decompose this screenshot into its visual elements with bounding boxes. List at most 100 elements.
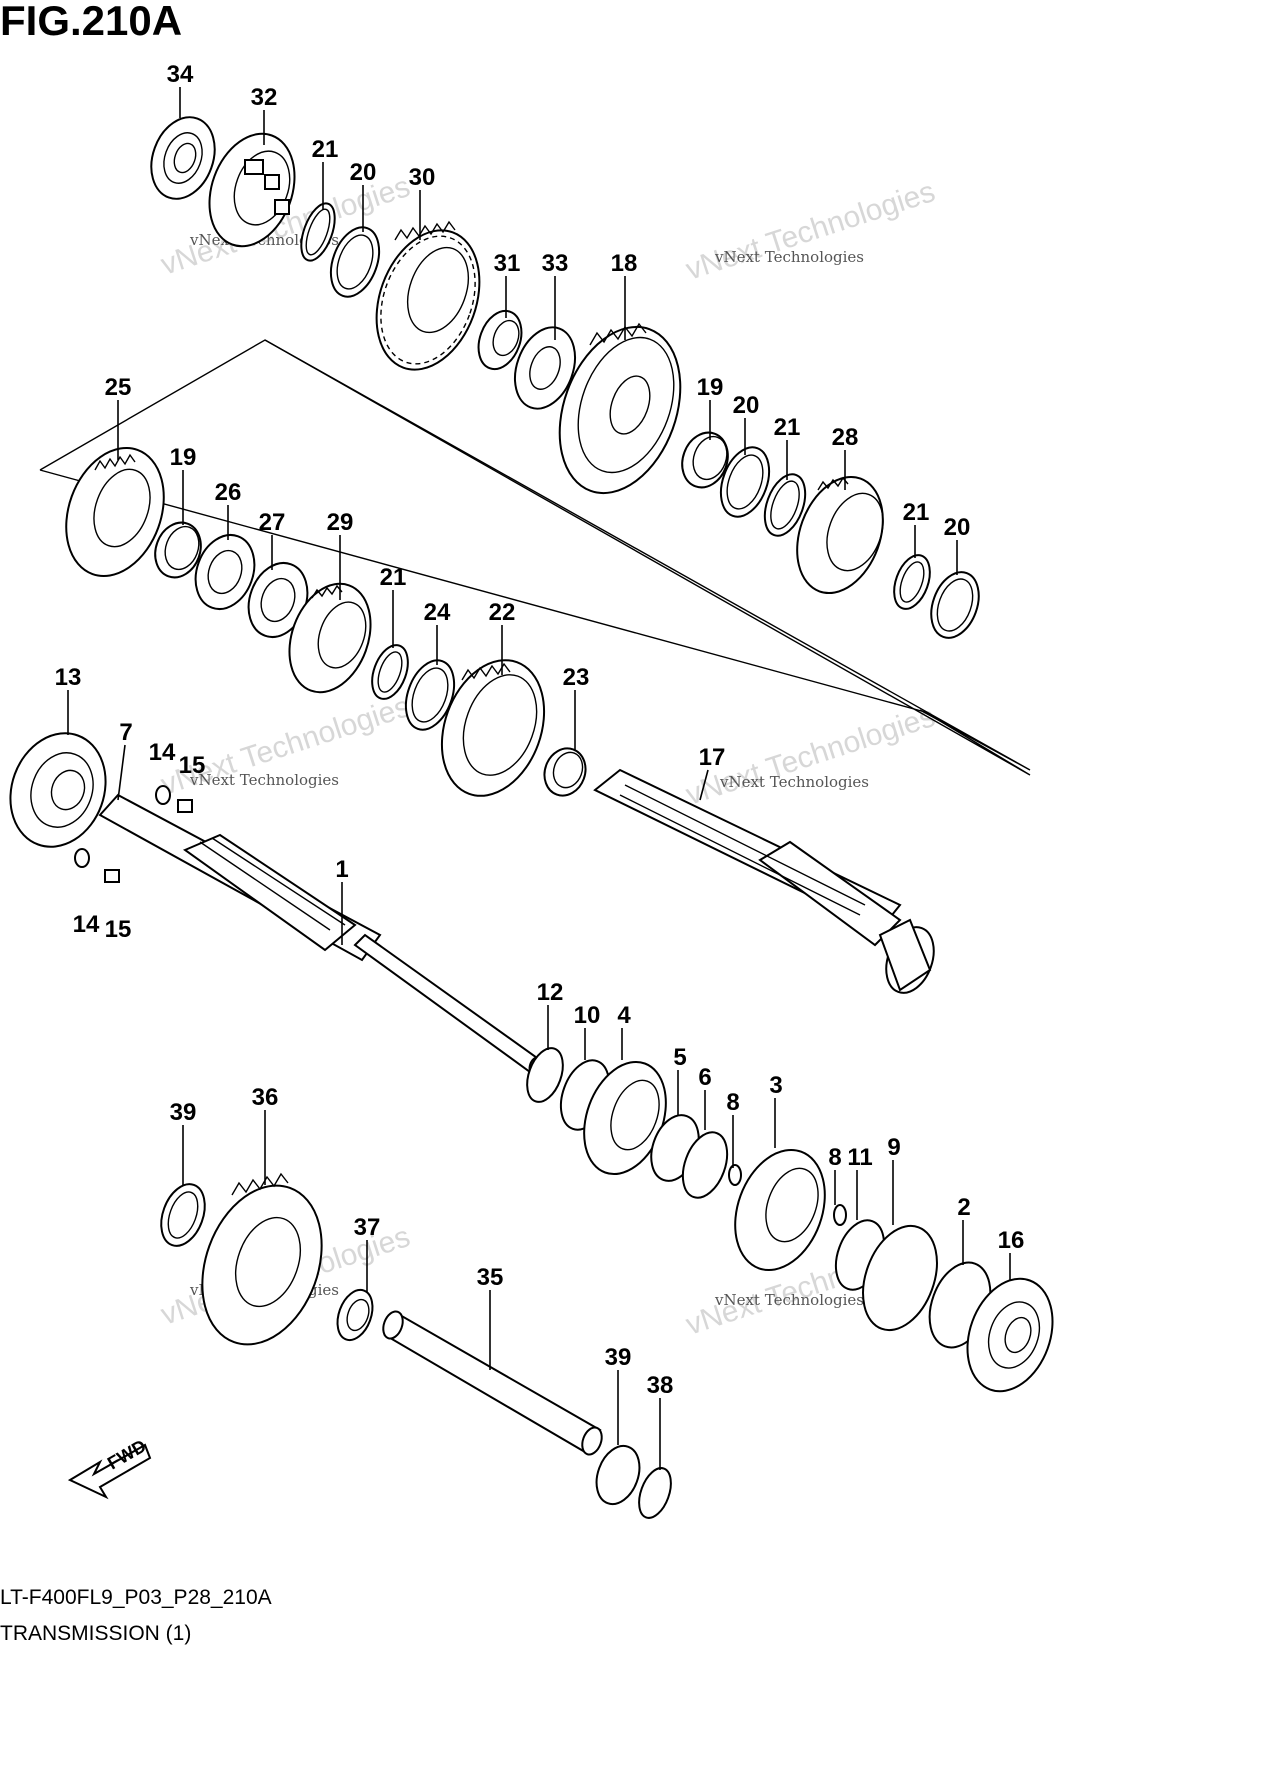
gear-3 — [734, 1148, 826, 1272]
callout-21: 21 — [774, 414, 801, 441]
figure-footer: LT-F400FL9_P03_P28_210A TRANSMISSION (1) — [0, 1580, 272, 1652]
circlip-21-middle — [371, 644, 409, 700]
washer-20-top — [329, 226, 381, 298]
gear-4 — [583, 1060, 667, 1176]
callout-3: 3 — [769, 1072, 782, 1099]
callout-24: 24 — [424, 599, 451, 626]
callout-12: 12 — [537, 979, 564, 1006]
callout-39: 39 — [605, 1344, 632, 1371]
watermark-mid-left: vNext Technologies vNext Technologies — [157, 690, 414, 802]
callout-2: 2 — [957, 1194, 970, 1221]
svg-text:vNext Technologies: vNext Technologies — [189, 771, 339, 789]
circlip-12 — [526, 1047, 564, 1103]
callout-35: 35 — [477, 1264, 504, 1291]
callout-21: 21 — [903, 499, 930, 526]
gear-32 — [208, 132, 296, 248]
circlip-21-far-right — [893, 554, 931, 610]
callout-25: 25 — [105, 374, 132, 401]
gear-18 — [558, 322, 682, 495]
figure-name: TRANSMISSION (1) — [0, 1622, 192, 1645]
gear-9 — [862, 1224, 938, 1332]
callout-4: 4 — [617, 1002, 631, 1029]
bushing-19-right — [681, 431, 729, 489]
callout-30: 30 — [409, 164, 436, 191]
callout-17: 17 — [699, 744, 726, 771]
washer-39-right — [595, 1444, 641, 1506]
washer-14-bottom — [74, 848, 90, 868]
callout-28: 28 — [832, 424, 859, 451]
gear-36 — [201, 1172, 323, 1346]
bushing-19-left — [154, 521, 202, 579]
callout-20: 20 — [733, 392, 760, 419]
gear-22 — [440, 659, 546, 797]
callout-34: 34 — [167, 61, 194, 88]
callout-26: 26 — [215, 479, 242, 506]
svg-text:vNext Technologies: vNext Technologies — [714, 248, 864, 266]
bearing-34 — [150, 116, 216, 200]
callout-7: 7 — [119, 719, 132, 746]
callout-36: 36 — [252, 1084, 279, 1111]
gear-25 — [65, 447, 165, 577]
callout-20: 20 — [944, 514, 971, 541]
callout-6: 6 — [698, 1064, 711, 1091]
svg-text:vNext Technologies: vNext Technologies — [682, 175, 939, 287]
washer-14-top — [155, 785, 171, 805]
group-bracket — [39, 339, 1031, 771]
callout-32: 32 — [251, 84, 278, 111]
callout-18: 18 — [611, 250, 638, 277]
callout-9: 9 — [887, 1134, 900, 1161]
figure-code: LT-F400FL9_P03_P28_210A — [0, 1586, 272, 1609]
circlip-21-top — [300, 202, 336, 262]
figure-title: FIG.210A — [0, 0, 183, 44]
callout-8: 8 — [828, 1144, 841, 1171]
callout-13: 13 — [55, 664, 82, 691]
shaft-35 — [382, 1310, 603, 1456]
callout-15: 15 — [179, 752, 206, 779]
callout-19: 19 — [697, 374, 724, 401]
callout-29: 29 — [327, 509, 354, 536]
input-shaft-1 — [98, 793, 544, 1076]
circlip-8-right — [833, 1204, 847, 1226]
callout-21: 21 — [380, 564, 407, 591]
callout-20: 20 — [350, 159, 377, 186]
svg-text:vNext Technologies: vNext Technologies — [719, 773, 869, 791]
fwd-arrow-icon: FWD — [67, 1436, 152, 1500]
bearing-31 — [477, 309, 523, 371]
bearing-37 — [336, 1288, 374, 1342]
callout-38: 38 — [647, 1372, 674, 1399]
circlip-38 — [638, 1467, 672, 1519]
washer-33 — [514, 326, 576, 410]
bearing-13 — [9, 732, 107, 848]
callout-14: 14 — [73, 911, 100, 938]
bolt-15-top — [177, 799, 193, 813]
callout-22: 22 — [489, 599, 516, 626]
bolt-15-bottom — [104, 869, 120, 883]
washer-20-far-right — [930, 571, 980, 639]
circlip-8-left — [728, 1164, 742, 1186]
callout-14: 14 — [149, 739, 176, 766]
gear-29 — [288, 582, 372, 694]
washer-24 — [404, 659, 456, 731]
callout-33: 33 — [542, 250, 569, 277]
svg-text:vNext Technologies: vNext Technologies — [714, 1291, 864, 1309]
watermark-top-right: vNext Technologies vNext Technologies — [682, 175, 939, 287]
callout-1: 1 — [335, 856, 348, 883]
washer-26 — [194, 534, 256, 610]
callout-21: 21 — [312, 136, 339, 163]
gear-28 — [796, 475, 884, 595]
callout-19: 19 — [170, 444, 197, 471]
bearing-16 — [966, 1277, 1054, 1393]
callout-27: 27 — [259, 509, 286, 536]
washer-20-right — [719, 446, 771, 518]
washer-6 — [681, 1131, 729, 1199]
circlip-21-right — [763, 473, 807, 537]
callout-8: 8 — [726, 1089, 739, 1116]
callout-15: 15 — [105, 916, 132, 943]
callout-11: 11 — [847, 1144, 872, 1171]
callout-39: 39 — [170, 1099, 197, 1126]
callout-5: 5 — [673, 1044, 686, 1071]
callout-37: 37 — [354, 1214, 381, 1241]
bushing-23 — [543, 747, 587, 797]
mainshaft-17 — [593, 768, 935, 994]
